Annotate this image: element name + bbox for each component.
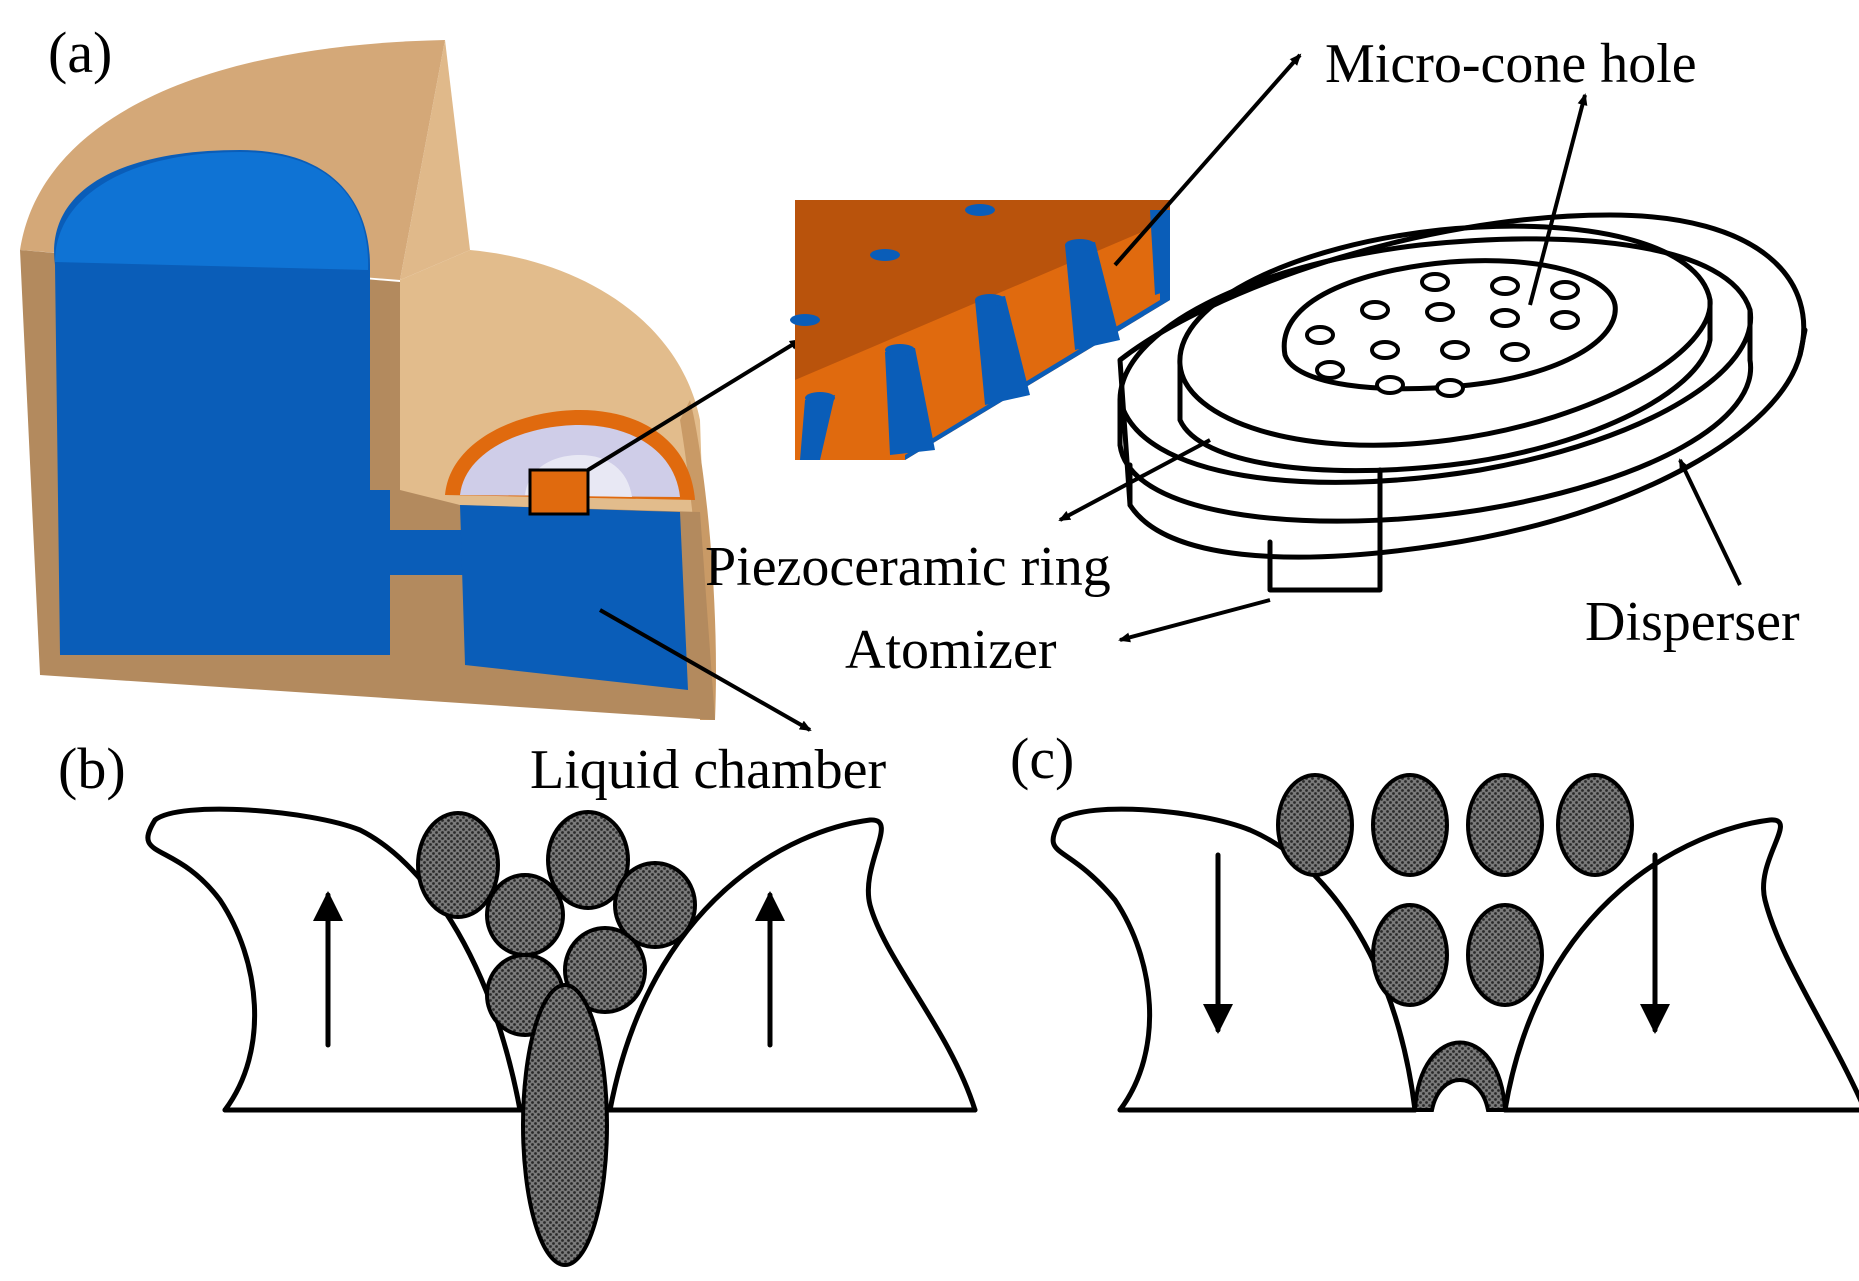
panel-label-b: (b)	[58, 736, 126, 801]
micro-cone-inset	[790, 200, 1170, 460]
zoom-box	[528, 468, 590, 516]
label-disperser: Disperser	[1585, 591, 1800, 653]
housing-cutaway	[20, 40, 716, 720]
label-atomizer: Atomizer	[845, 619, 1057, 681]
panel-label-c: (c)	[1010, 726, 1074, 791]
panel-b-diagram	[145, 806, 978, 1267]
panel-c-diagram	[1050, 773, 1859, 1113]
panel-label-a: (a)	[48, 20, 112, 85]
atomizer-line-drawing	[1117, 212, 1808, 593]
label-piezoceramic-ring: Piezoceramic ring	[705, 536, 1111, 598]
label-liquid-chamber: Liquid chamber	[530, 739, 886, 801]
label-micro-cone-hole: Micro-cone hole	[1325, 33, 1697, 95]
